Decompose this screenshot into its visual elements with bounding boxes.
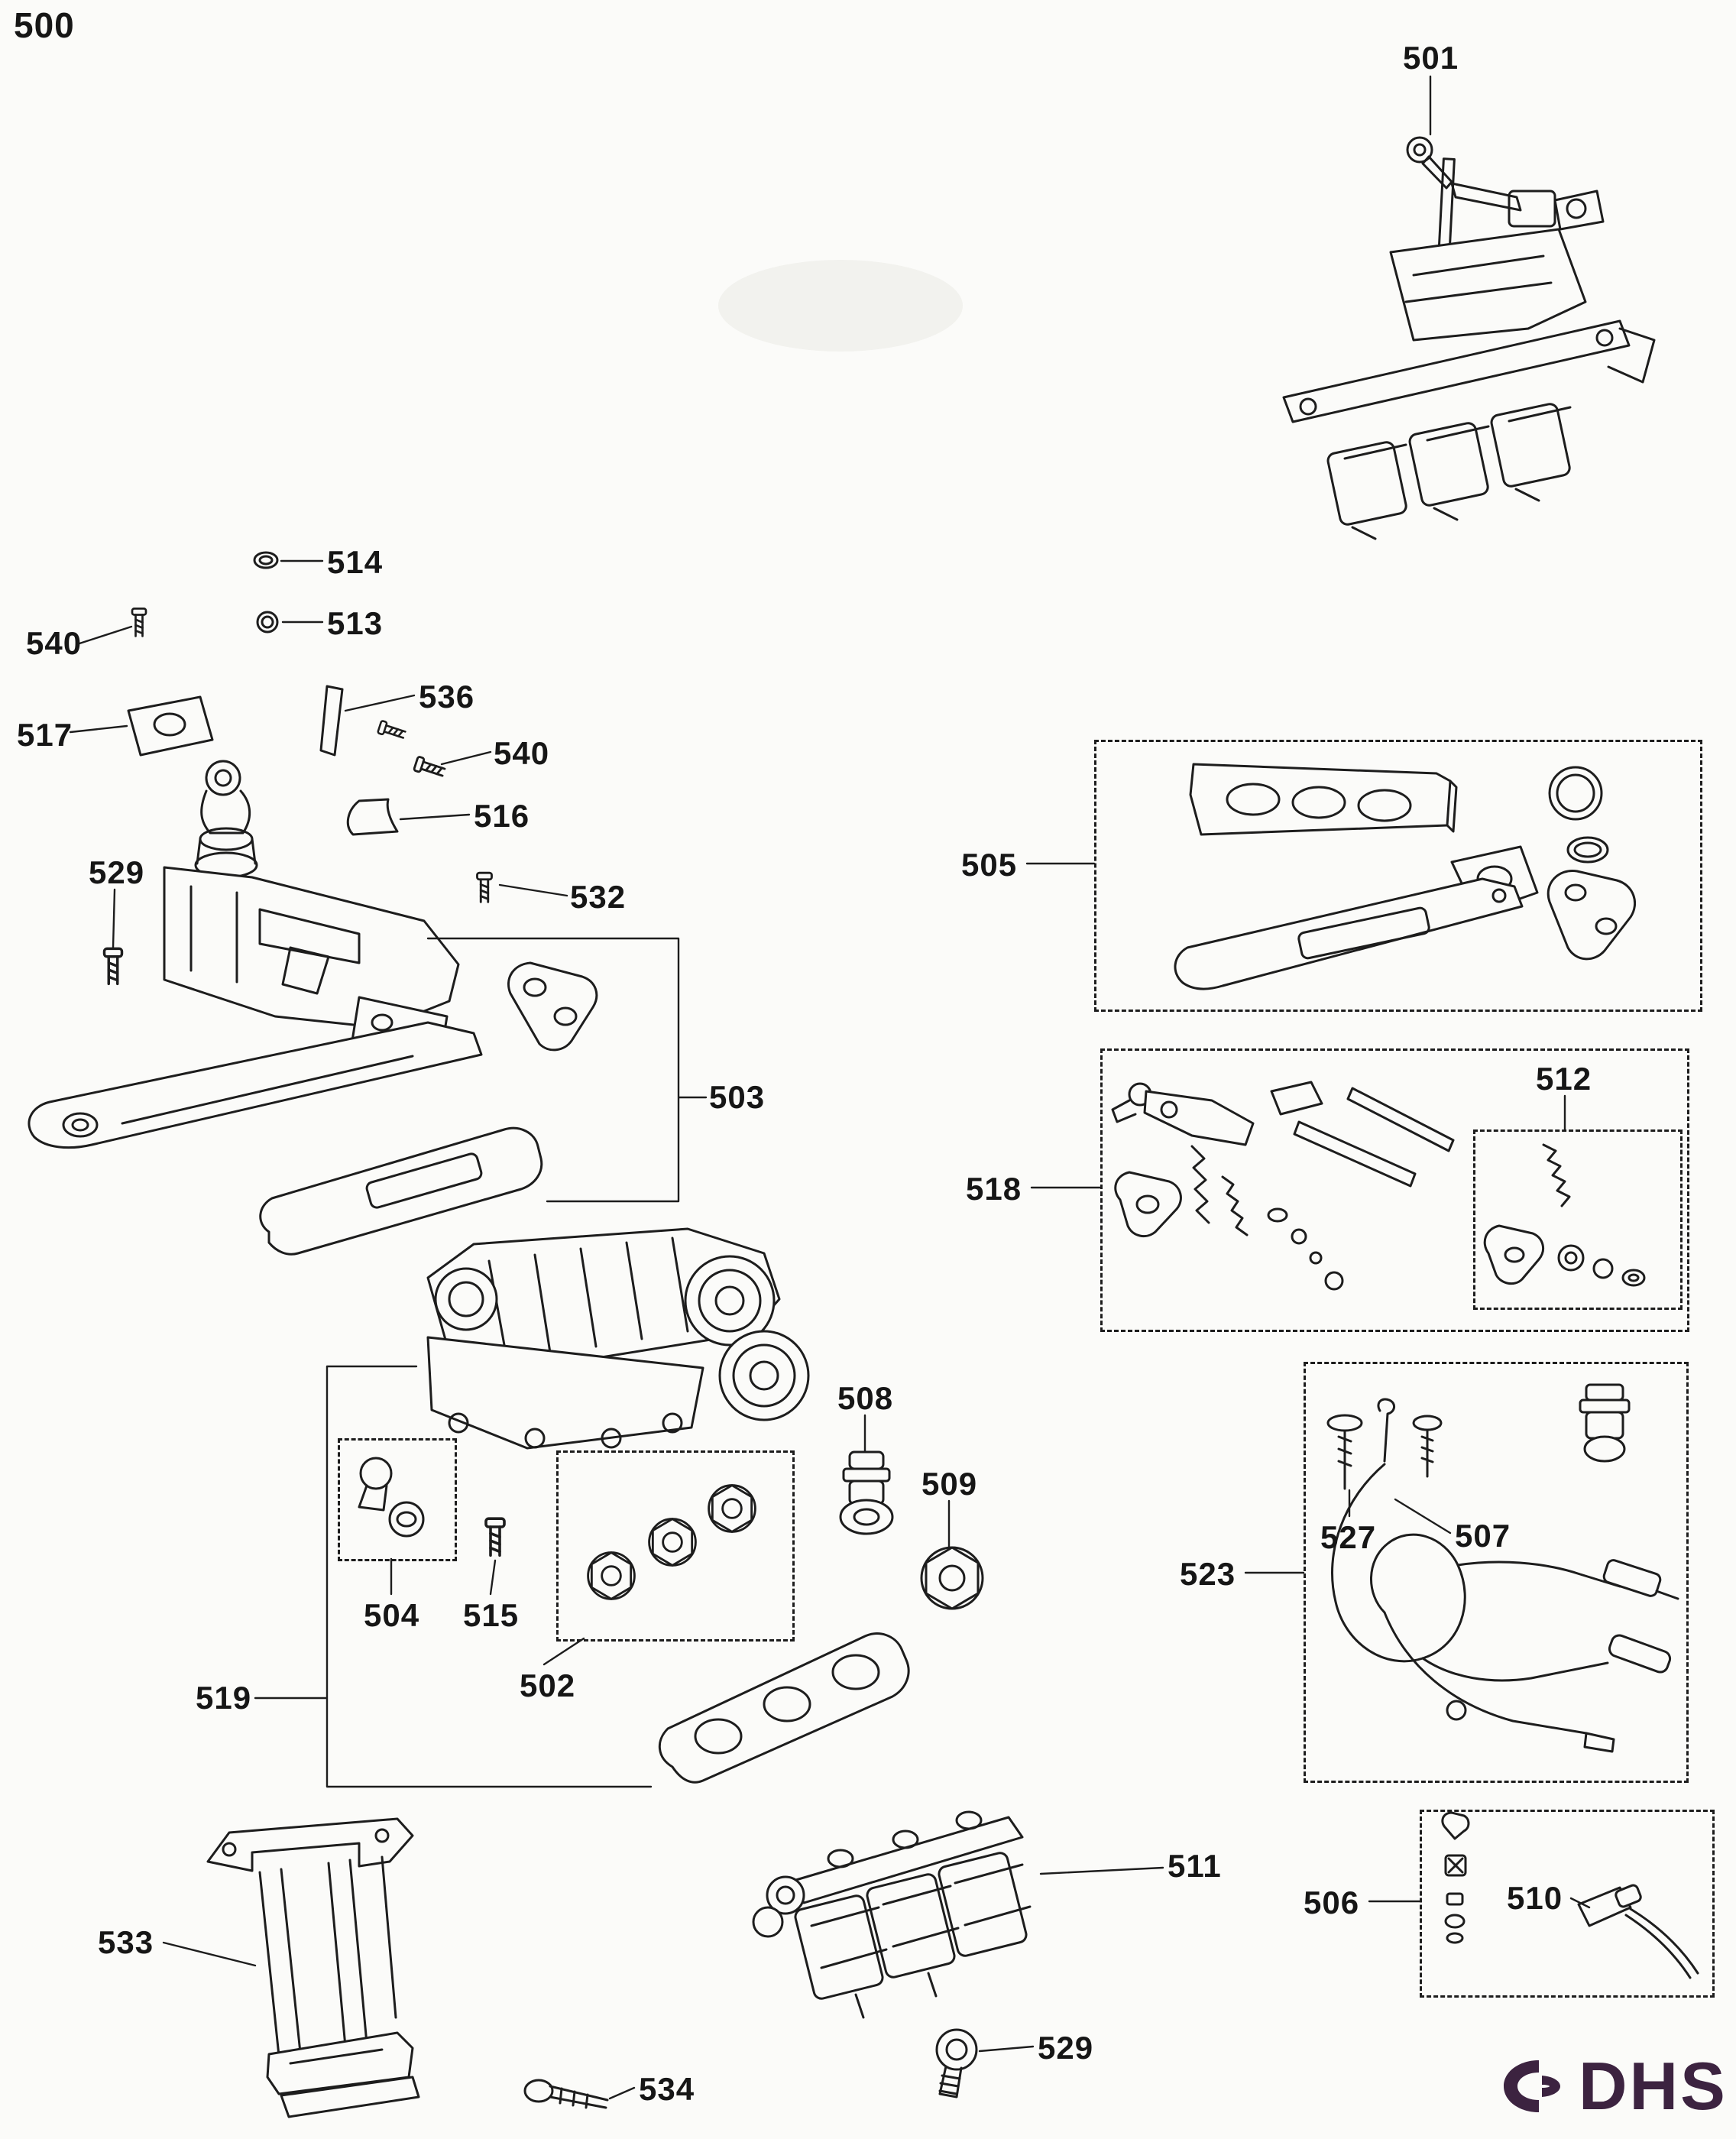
group-box-505 — [1094, 740, 1702, 1012]
group-box-512 — [1473, 1129, 1683, 1310]
group-box-506 — [1420, 1810, 1715, 1998]
part-slotted-plate — [259, 1126, 543, 1256]
part-536-strip — [319, 685, 344, 757]
callout-505: 505 — [961, 847, 1018, 883]
part-carburetor-body — [426, 1227, 810, 1450]
part-513-oring — [256, 611, 279, 634]
callout-536: 536 — [419, 679, 475, 715]
callout-503: 503 — [709, 1079, 766, 1115]
callout-514: 514 — [327, 544, 384, 580]
part-533-bracket — [206, 1817, 420, 2118]
part-510-plug-wire — [1577, 1884, 1699, 1979]
part-509-nut — [920, 1546, 984, 1610]
part-512-kit — [1483, 1143, 1646, 1287]
group-box-523 — [1304, 1362, 1689, 1783]
part-505-gasket-set — [1174, 763, 1637, 990]
callout-540-right: 540 — [494, 735, 550, 771]
callout-513: 513 — [327, 605, 384, 641]
part-534-screw — [523, 2079, 609, 2109]
part-518-pump-kit — [1111, 1081, 1455, 1291]
callout-506: 506 — [1304, 1885, 1360, 1920]
callout-508: 508 — [837, 1380, 894, 1416]
part-516-hook — [346, 798, 399, 836]
part-508-valve — [839, 1450, 894, 1535]
callout-533: 533 — [98, 1924, 154, 1960]
dhs-logo: DHS — [1499, 2053, 1728, 2120]
callout-512: 512 — [1536, 1061, 1592, 1097]
part-501-manifold-assembly — [1282, 136, 1656, 540]
dhs-logo-text: DHS — [1579, 2048, 1728, 2124]
callout-515: 515 — [463, 1597, 520, 1633]
callout-509: 509 — [921, 1466, 978, 1502]
part-517-plate — [127, 695, 214, 757]
part-flange-gasket — [507, 961, 598, 1052]
callout-516: 516 — [474, 798, 530, 834]
callout-523: 523 — [1180, 1556, 1236, 1592]
figure-number: 500 — [14, 5, 75, 45]
callout-507: 507 — [1455, 1518, 1511, 1554]
part-529-bolt-lower — [935, 2028, 978, 2098]
part-503-housing — [28, 760, 483, 1149]
callout-529-upper: 529 — [89, 854, 145, 890]
callout-529-lower: 529 — [1038, 2030, 1094, 2066]
part-manifold-gasket — [658, 1632, 910, 1784]
part-532-screw — [476, 871, 493, 903]
part-514-oring — [253, 551, 279, 569]
part-504-plugs — [358, 1457, 425, 1538]
group-box-504 — [338, 1438, 457, 1561]
callout-504: 504 — [364, 1597, 420, 1633]
callout-517: 517 — [17, 717, 73, 753]
dhs-double-horseshoe-mark — [1504, 2060, 1560, 2112]
leader-lines — [69, 75, 1591, 2100]
callout-540-left: 540 — [26, 625, 83, 661]
callout-534: 534 — [639, 2071, 695, 2107]
part-523-harness — [1326, 1383, 1679, 1753]
scan-artifact — [718, 260, 963, 352]
part-506-fittings — [1441, 1811, 1470, 1944]
group-box-502 — [556, 1450, 795, 1642]
part-502-nuts — [587, 1484, 756, 1600]
part-540-screw-left — [131, 608, 147, 637]
part-527-screws — [1326, 1414, 1443, 1490]
callout-519: 519 — [196, 1680, 252, 1716]
callout-510: 510 — [1507, 1880, 1563, 1916]
callout-511: 511 — [1168, 1848, 1222, 1884]
callout-527: 527 — [1320, 1519, 1377, 1555]
group-box-518 — [1100, 1048, 1689, 1332]
callout-518: 518 — [966, 1171, 1022, 1207]
callout-501: 501 — [1403, 40, 1459, 76]
part-529-screw-upper — [102, 947, 124, 986]
part-511-solenoid-assembly — [752, 1810, 1032, 2019]
callout-502: 502 — [520, 1667, 576, 1703]
part-540-screw-right — [376, 719, 447, 781]
callout-532: 532 — [570, 879, 627, 915]
part-515-screw — [484, 1517, 506, 1557]
